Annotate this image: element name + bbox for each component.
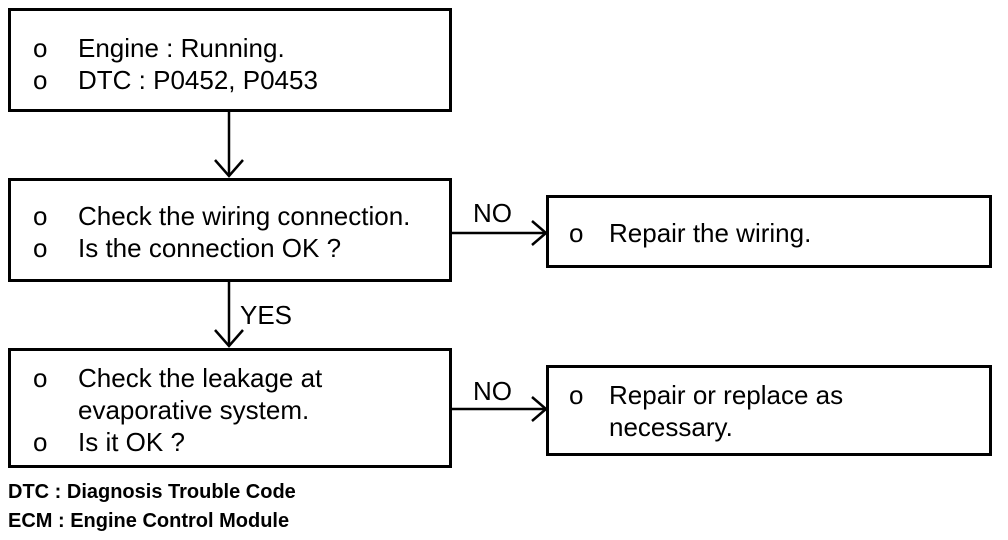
bullet-icon: o xyxy=(569,218,584,248)
repair-replace-line-2: necessary. xyxy=(609,412,733,442)
check-wiring-box: o Check the wiring connection. o Is the … xyxy=(8,178,452,282)
connection-ok-text: Is the connection OK ? xyxy=(78,233,342,263)
repair-wiring-text: Repair the wiring. xyxy=(609,218,812,248)
no-label-leakage: NO xyxy=(473,376,512,406)
repair-wiring-box: o Repair the wiring. xyxy=(546,195,992,268)
is-it-ok-text: Is it OK ? xyxy=(78,427,185,457)
bullet-icon: o xyxy=(33,65,48,95)
check-wiring-text: Check the wiring connection. xyxy=(78,201,411,231)
check-leakage-line-2: evaporative system. xyxy=(78,395,310,425)
bullet-icon: o xyxy=(569,380,584,410)
arrowhead-down-2 xyxy=(214,329,244,348)
dtc-codes-text: DTC : P0452, P0453 xyxy=(78,65,318,95)
bullet-icon: o xyxy=(33,427,48,457)
yes-label: YES xyxy=(240,300,293,330)
engine-status-text: Engine : Running. xyxy=(78,33,285,63)
legend-dtc: DTC : Diagnosis Trouble Code xyxy=(8,481,296,503)
check-leakage-box: o Check the leakage at evaporative syste… xyxy=(8,348,452,468)
repair-replace-line-1: Repair or replace as xyxy=(609,380,844,410)
no-label-wiring: NO xyxy=(473,198,512,228)
bullet-icon: o xyxy=(33,201,48,231)
bullet-icon: o xyxy=(33,363,48,393)
bullet-icon: o xyxy=(33,233,48,263)
repair-replace-box: o Repair or replace as necessary. xyxy=(546,365,992,456)
legend-ecm: ECM : Engine Control Module xyxy=(8,510,290,532)
bullet-icon: o xyxy=(33,33,48,63)
arrowhead-down-1 xyxy=(214,159,244,178)
check-leakage-line-1: Check the leakage at xyxy=(78,363,323,393)
condition-box: o Engine : Running. o DTC : P0452, P0453 xyxy=(8,8,452,112)
